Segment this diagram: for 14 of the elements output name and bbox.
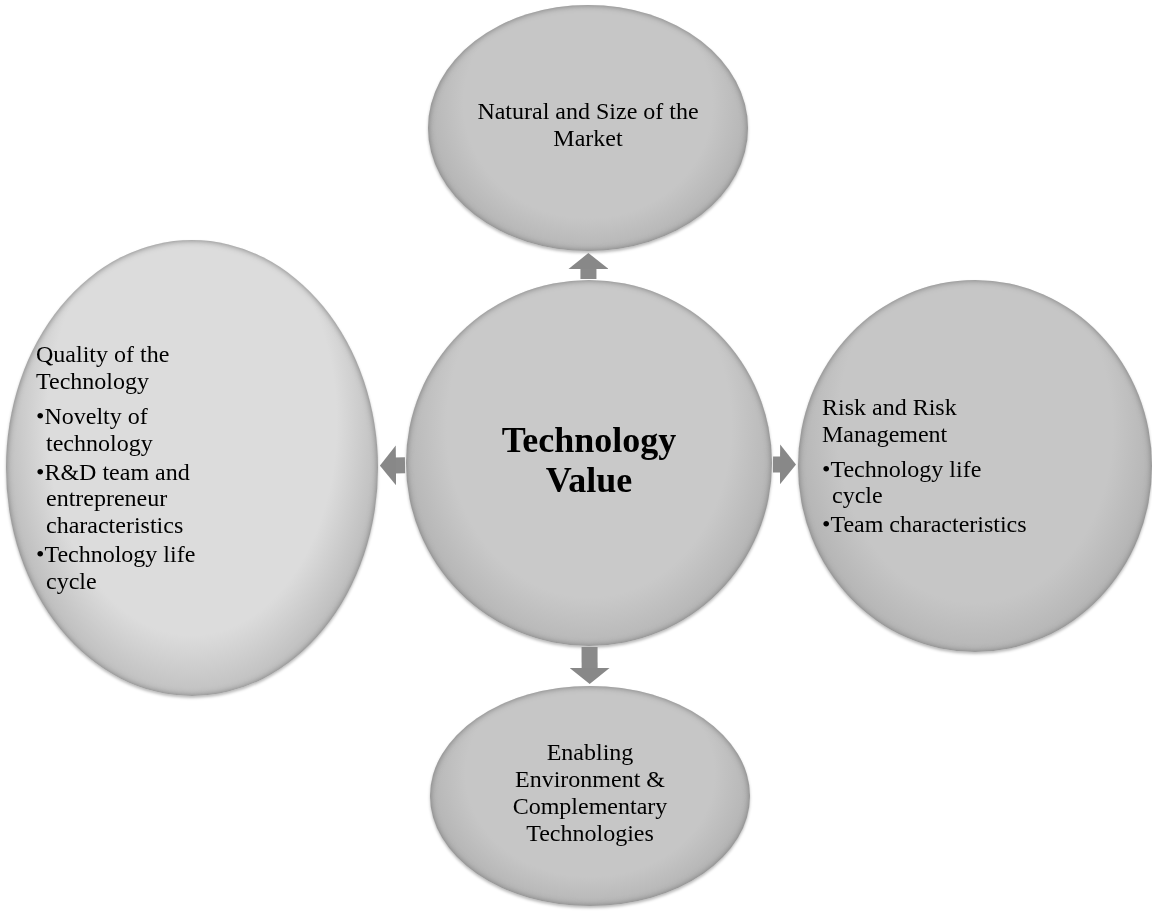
bullet-item: •Novelty of technology xyxy=(36,402,154,457)
block-arrow xyxy=(569,646,610,684)
bullet-item: •Team characteristics xyxy=(822,511,1027,539)
node-heading: Risk and Risk Management xyxy=(822,393,958,448)
bullet-item: •Technology life cycle xyxy=(36,541,197,595)
block-arrow xyxy=(380,445,406,486)
node-heading: Technology Value xyxy=(500,419,678,501)
node-heading: Quality of the Technology xyxy=(36,341,171,395)
bullet-item: •Technology life cycle xyxy=(822,455,983,510)
node-heading: Enabling Environment & Complementary Technologies xyxy=(511,739,669,847)
block-arrow xyxy=(772,444,796,485)
bullet-item: •R&D team and entrepreneur characteristics xyxy=(36,458,191,540)
node-heading: Natural and Size of the Market xyxy=(476,98,700,152)
block-arrow xyxy=(568,253,609,280)
